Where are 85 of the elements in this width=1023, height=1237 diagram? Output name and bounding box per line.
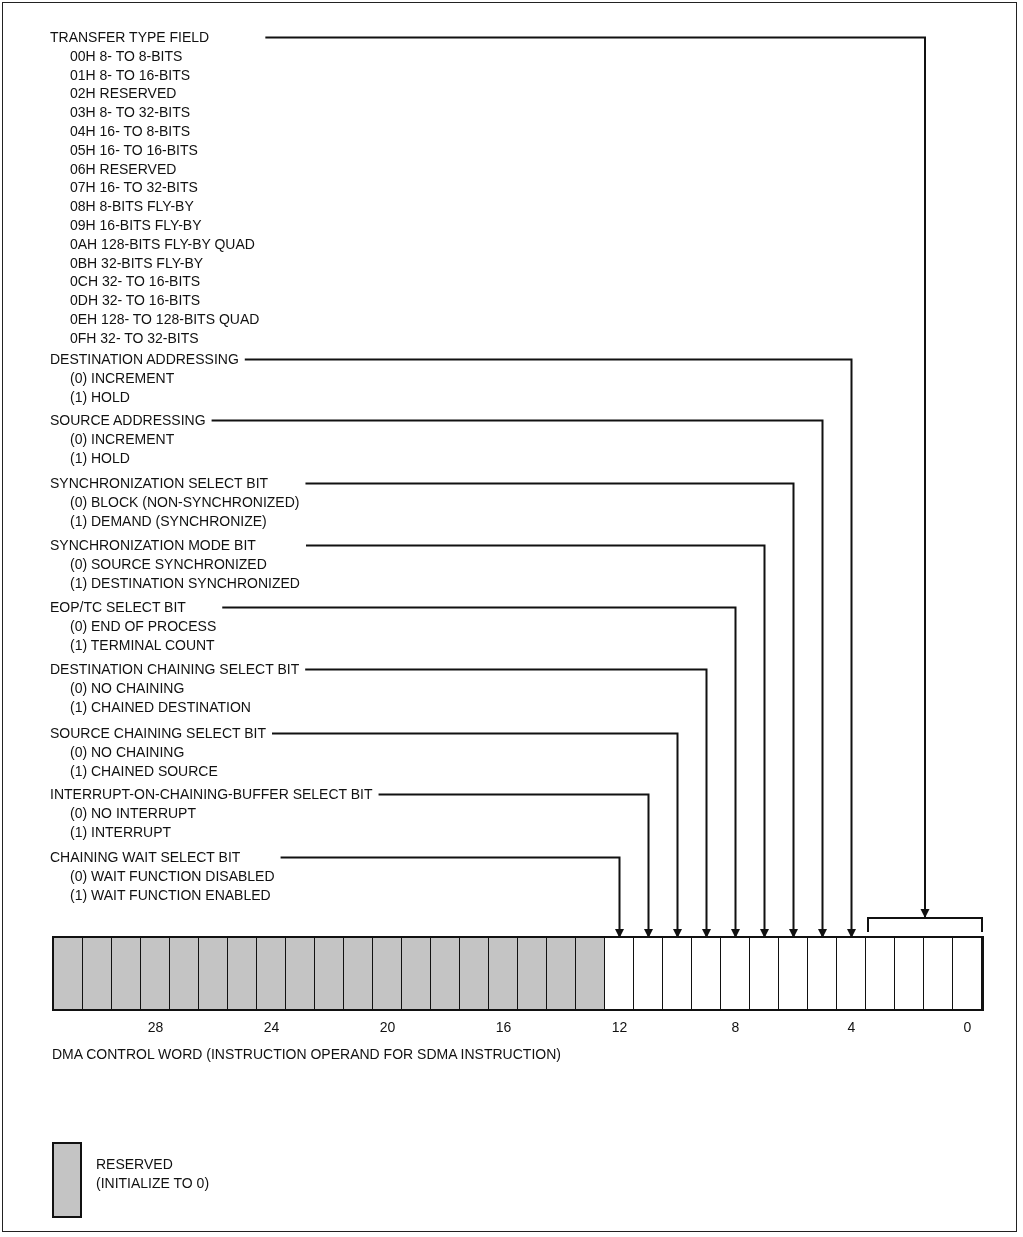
option-text: (0) END OF PROCESS xyxy=(69,616,217,636)
reserved-bit-cell xyxy=(547,938,576,1009)
bit-number: 0 xyxy=(963,1019,972,1035)
option-text: (1) TERMINAL COUNT xyxy=(69,635,216,655)
caption: DMA CONTROL WORD (INSTRUCTION OPERAND FOR SDMA INSTRUCTION) xyxy=(52,1046,561,1062)
option-text: 0FH 32- TO 32-BITS xyxy=(69,328,200,348)
field-name: DESTINATION ADDRESSING xyxy=(50,350,239,369)
register-bar xyxy=(52,936,984,1011)
bit-number: 16 xyxy=(495,1019,512,1035)
reserved-bit-cell xyxy=(83,938,112,1009)
option-text: 03H 8- TO 32-BITS xyxy=(69,103,192,122)
reserved-bit-cell xyxy=(576,938,605,1009)
field-name: DESTINATION CHAINING SELECT BIT xyxy=(50,660,300,679)
arrow xyxy=(210,419,827,939)
reserved-bit-cell xyxy=(112,938,141,1009)
legend-text: RESERVED (INITIALIZE TO 0) xyxy=(96,1155,211,1193)
bit-number: 20 xyxy=(379,1019,396,1035)
arrow xyxy=(304,668,711,939)
reserved-bit-cell xyxy=(460,938,489,1009)
option-text: (1) CHAINED DESTINATION xyxy=(69,697,252,717)
option-text: (1) CHAINED SOURCE xyxy=(69,761,219,781)
option-text: 01H 8- TO 16-BITS xyxy=(69,65,192,85)
field-name: SYNCHRONIZATION MODE BIT xyxy=(50,536,257,555)
option-text: (0) INCREMENT xyxy=(69,368,176,388)
arrow xyxy=(271,732,682,939)
field-name: INTERRUPT-ON-CHAINING-BUFFER SELECT BIT xyxy=(50,785,373,804)
option-text: 07H 16- TO 32-BITS xyxy=(69,178,199,198)
option-text: 0EH 128- TO 128-BITS QUAD xyxy=(69,309,260,329)
option-text: (0) SOURCE SYNCHRONIZED xyxy=(69,554,268,574)
reserved-bit-cell xyxy=(344,938,373,1009)
reserved-bit-cell xyxy=(315,938,344,1009)
field-name: EOP/TC SELECT BIT xyxy=(50,598,187,617)
arrow xyxy=(221,606,740,939)
option-text: (1) INTERRUPT xyxy=(69,822,173,842)
field-name: SOURCE ADDRESSING xyxy=(50,411,206,430)
option-text: 0BH 32-BITS FLY-BY xyxy=(69,253,205,273)
arrow xyxy=(305,544,769,939)
field-name: CHAINING WAIT SELECT BIT xyxy=(50,848,242,867)
option-text: (0) NO CHAINING xyxy=(69,742,186,762)
reserved-bit-cell xyxy=(228,938,257,1009)
reserved-bit-cell xyxy=(402,938,431,1009)
reserved-bit-cell xyxy=(141,938,170,1009)
option-text: 0DH 32- TO 16-BITS xyxy=(69,291,202,310)
option-text: 04H 16- TO 8-BITS xyxy=(69,122,192,141)
option-text: 08H 8-BITS FLY-BY xyxy=(69,197,195,216)
option-text: 06H RESERVED xyxy=(69,159,178,179)
bit-number: 12 xyxy=(611,1019,628,1035)
reserved-bit-cell xyxy=(170,938,199,1009)
field-bracket xyxy=(867,917,983,933)
bit-number: 24 xyxy=(263,1019,280,1035)
arrow xyxy=(377,793,653,939)
option-text: (1) DESTINATION SYNCHRONIZED xyxy=(69,573,300,593)
option-text: 0CH 32- TO 16-BITS xyxy=(69,272,202,292)
bit-number: 8 xyxy=(731,1019,740,1035)
option-text: (0) WAIT FUNCTION DISABLED xyxy=(69,866,275,886)
reserved-bit-cell xyxy=(518,938,547,1009)
arrow xyxy=(264,36,930,919)
bit-number: 28 xyxy=(147,1019,164,1035)
reserved-bit-cell xyxy=(431,938,460,1009)
reserved-bit-cell xyxy=(489,938,518,1009)
option-text: (1) WAIT FUNCTION ENABLED xyxy=(69,885,272,905)
option-text: (1) HOLD xyxy=(69,448,131,468)
option-text: 00H 8- TO 8-BITS xyxy=(69,46,184,66)
field-name: TRANSFER TYPE FIELD xyxy=(50,28,211,47)
bit-number: 4 xyxy=(847,1019,856,1035)
option-text: (0) BLOCK (NON-SYNCHRONIZED) xyxy=(69,492,300,512)
reserved-bit-cell xyxy=(286,938,315,1009)
reserved-bit-cell xyxy=(257,938,286,1009)
option-text: (0) NO INTERRUPT xyxy=(69,803,197,823)
option-text: 0AH 128-BITS FLY-BY QUAD xyxy=(69,234,256,254)
option-text: (0) NO CHAINING xyxy=(69,678,186,698)
option-text: (0) INCREMENT xyxy=(69,429,176,449)
reserved-bit-cell xyxy=(199,938,228,1009)
reserved-bit-cell xyxy=(54,938,83,1009)
field-name: SYNCHRONIZATION SELECT BIT xyxy=(50,474,270,493)
option-text: 09H 16-BITS FLY-BY xyxy=(69,215,203,235)
arrow xyxy=(279,856,624,939)
arrow xyxy=(243,358,856,939)
option-text: (1) HOLD xyxy=(69,387,131,407)
option-text: 02H RESERVED xyxy=(69,84,178,104)
option-text: (1) DEMAND (SYNCHRONIZE) xyxy=(69,511,268,531)
option-text: 05H 16- TO 16-BITS xyxy=(69,140,199,160)
reserved-bit-cell xyxy=(373,938,402,1009)
arrow xyxy=(304,482,798,939)
field-name: SOURCE CHAINING SELECT BIT xyxy=(50,724,266,743)
